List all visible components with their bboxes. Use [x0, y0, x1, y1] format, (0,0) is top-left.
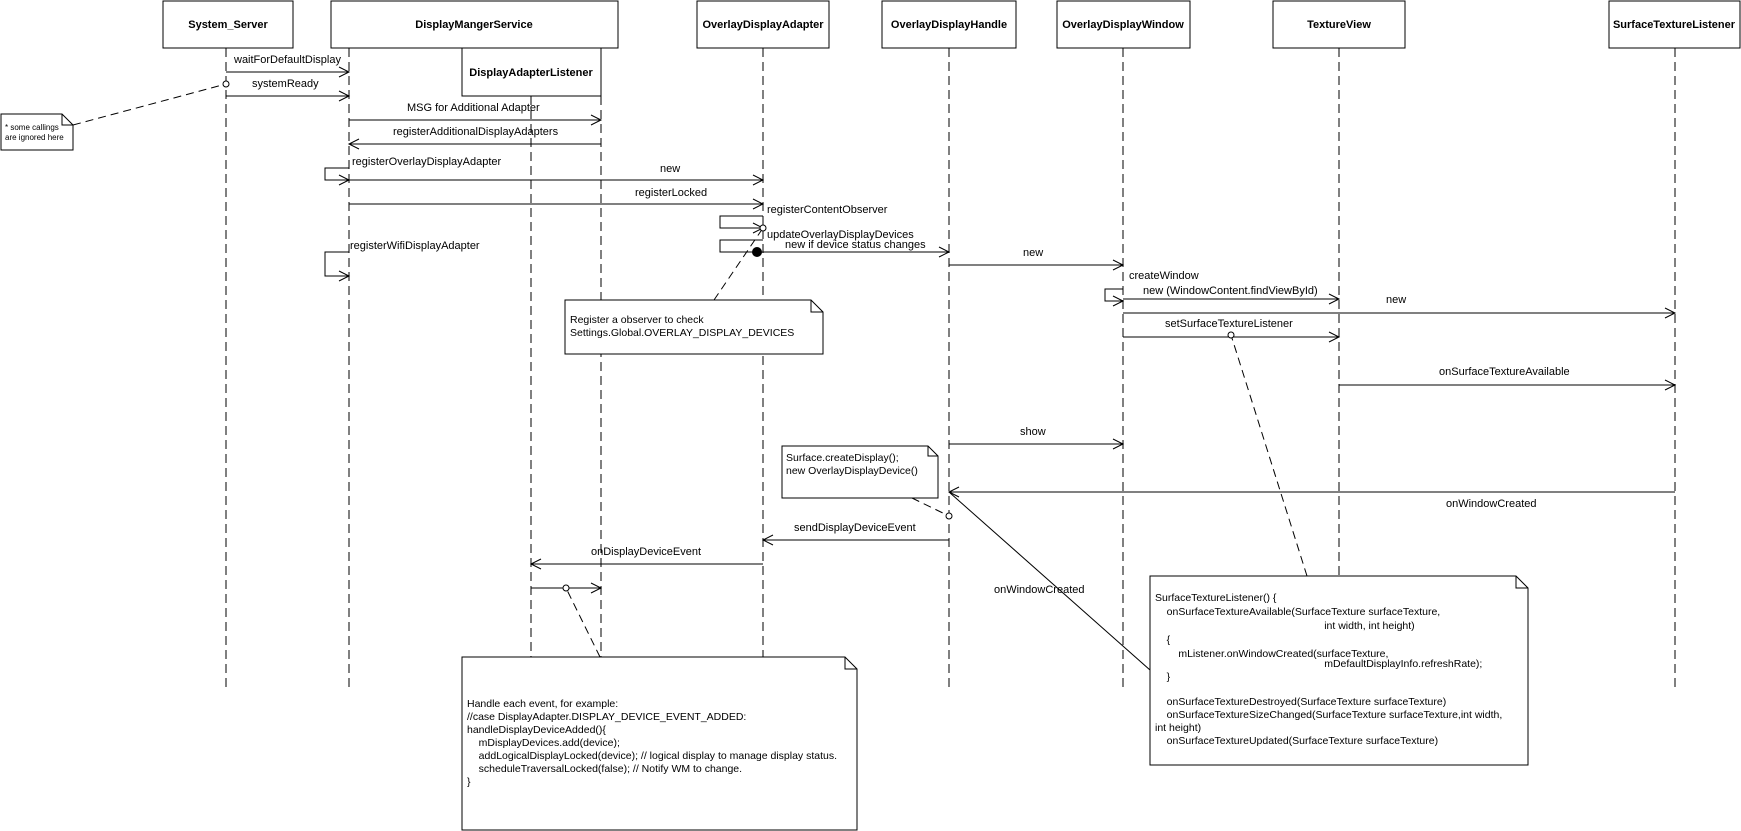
message-create-window: createWindow [1104, 270, 1199, 307]
message-label: onDisplayDeviceEvent [591, 546, 701, 558]
note-line: onSurfaceTextureDestroyed(SurfaceTexture… [1155, 696, 1446, 708]
message-label: sendDisplayDeviceEvent [794, 522, 916, 534]
participant-display-manager-service: DisplayMangerService [330, 0, 619, 49]
message-label: new [1023, 247, 1043, 259]
note-line: onSurfaceTextureSizeChanged(SurfaceTextu… [1155, 709, 1502, 721]
note-line: scheduleTraversalLocked(false); // Notif… [467, 763, 742, 775]
message-new-if-device-status-changes: new if device status changes [752, 239, 951, 258]
message-label: registerOverlayDisplayAdapter [352, 156, 502, 168]
message-label: createWindow [1129, 270, 1199, 282]
message-register-content-observer: registerContentObserver [719, 204, 888, 234]
message-register-locked: registerLocked [349, 187, 765, 210]
message-new-window: new [949, 247, 1125, 271]
message-send-display-device-event: sendDisplayDeviceEvent [761, 522, 949, 546]
message-register-additional-display-adapters: registerAdditionalDisplayAdapters [347, 126, 601, 150]
note-line: Settings.Global.OVERLAY_DISPLAY_DEVICES [570, 327, 794, 339]
participant-overlay-display-window: OverlayDisplayWindow [1056, 0, 1191, 49]
note-line: onSurfaceTextureAvailable(SurfaceTexture… [1155, 606, 1440, 618]
note-line: * some callings [5, 123, 59, 132]
note-line: mListener.onWindowCreated(surfaceTexture… [1155, 648, 1388, 660]
message-label: onSurfaceTextureAvailable [1439, 366, 1570, 378]
message-on-window-created-return: onWindowCreated [947, 486, 1675, 510]
participant-texture-view: TextureView [1272, 0, 1406, 49]
note-line: } [1155, 671, 1171, 683]
note-register-observer: Register a observer to check Settings.Gl… [564, 224, 824, 355]
participant-label: OverlayDisplayWindow [1062, 19, 1184, 31]
note-line: int height) [1155, 722, 1201, 734]
note-handle-each-event: Handle each event, for example: //case D… [461, 584, 858, 831]
message-label: onWindowCreated [994, 584, 1085, 596]
participant-overlay-display-handle: OverlayDisplayHandle [881, 0, 1017, 49]
message-label: MSG for Additional Adapter [407, 102, 540, 114]
message-label: setSurfaceTextureListener [1165, 318, 1293, 330]
message-new-surface-texture-listener: new [1123, 294, 1677, 319]
note-line: Surface.createDisplay(); [786, 452, 899, 464]
message-on-display-device-event: onDisplayDeviceEvent [529, 546, 763, 570]
message-system-ready: systemReady [226, 78, 351, 102]
message-label: systemReady [252, 78, 319, 90]
message-wait-for-default-display: waitForDefaultDisplay [226, 54, 351, 78]
participant-label: SurfaceTextureListener [1613, 19, 1736, 31]
participant-label: System_Server [188, 19, 268, 31]
participant-surface-texture-listener: SurfaceTextureListener [1608, 0, 1741, 49]
note-line: Register a observer to check [570, 314, 704, 326]
message-label: registerContentObserver [767, 204, 888, 216]
note-line: addLogicalDisplayLocked(device); // logi… [467, 750, 837, 762]
participant-label: OverlayDisplayAdapter [702, 19, 824, 31]
note-line: mDisplayDevices.add(device); [467, 737, 620, 749]
message-label: waitForDefaultDisplay [233, 54, 341, 66]
note-line: } [467, 776, 471, 788]
message-msg-for-additional-adapter: MSG for Additional Adapter [349, 102, 603, 126]
message-label: registerAdditionalDisplayAdapters [393, 126, 559, 138]
message-label: new (WindowContent.findViewById) [1143, 285, 1318, 297]
note-line: SurfaceTextureListener() { [1155, 592, 1277, 604]
message-register-overlay-display-adapter: registerOverlayDisplayAdapter [324, 156, 502, 186]
message-update-overlay-display-devices: updateOverlayDisplayDevices [719, 229, 914, 253]
message-label: onWindowCreated [1446, 498, 1537, 510]
note-some-callings-ignored: * some callings are ignored here [0, 80, 230, 151]
participant-display-adapter-listener: DisplayAdapterListener [461, 47, 602, 97]
message-label: updateOverlayDisplayDevices [767, 229, 914, 241]
note-line: handleDisplayDeviceAdded(){ [467, 724, 606, 736]
note-line: mDefaultDisplayInfo.refreshRate); [1155, 658, 1482, 670]
participant-label: TextureView [1307, 19, 1371, 31]
message-show: show [949, 426, 1125, 450]
note-surface-texture-listener-code: SurfaceTextureListener() { onSurfaceText… [948, 331, 1529, 766]
message-label: registerLocked [635, 187, 707, 199]
note-line: //case DisplayAdapter.DISPLAY_DEVICE_EVE… [467, 711, 746, 723]
message-on-surface-texture-available: onSurfaceTextureAvailable [1339, 366, 1677, 391]
note-line: int width, int height) [1155, 620, 1415, 632]
message-label: new [660, 163, 680, 175]
message-label: registerWifiDisplayAdapter [350, 240, 480, 252]
message-new-texture-view: new (WindowContent.findViewById) [1123, 285, 1341, 305]
note-line: onSurfaceTextureUpdated(SurfaceTexture s… [1155, 735, 1438, 747]
participant-overlay-display-adapter: OverlayDisplayAdapter [696, 0, 830, 49]
note-line: { [1155, 634, 1171, 646]
message-label: new if device status changes [785, 239, 926, 251]
participant-label: DisplayMangerService [415, 19, 532, 31]
participant-label: OverlayDisplayHandle [891, 19, 1007, 31]
note-line: new OverlayDisplayDevice() [786, 465, 918, 477]
note-line: Handle each event, for example: [467, 698, 618, 710]
message-new-adapter: new [349, 163, 765, 186]
note-line: are ignored here [5, 133, 64, 142]
participant-system-server: System_Server [162, 0, 294, 49]
participant-label: DisplayAdapterListener [469, 67, 593, 79]
message-label: new [1386, 294, 1406, 306]
note-create-display: Surface.createDisplay(); new OverlayDisp… [781, 445, 953, 520]
message-label: show [1020, 426, 1046, 438]
message-register-wifi-display-adapter: registerWifiDisplayAdapter [324, 240, 480, 282]
